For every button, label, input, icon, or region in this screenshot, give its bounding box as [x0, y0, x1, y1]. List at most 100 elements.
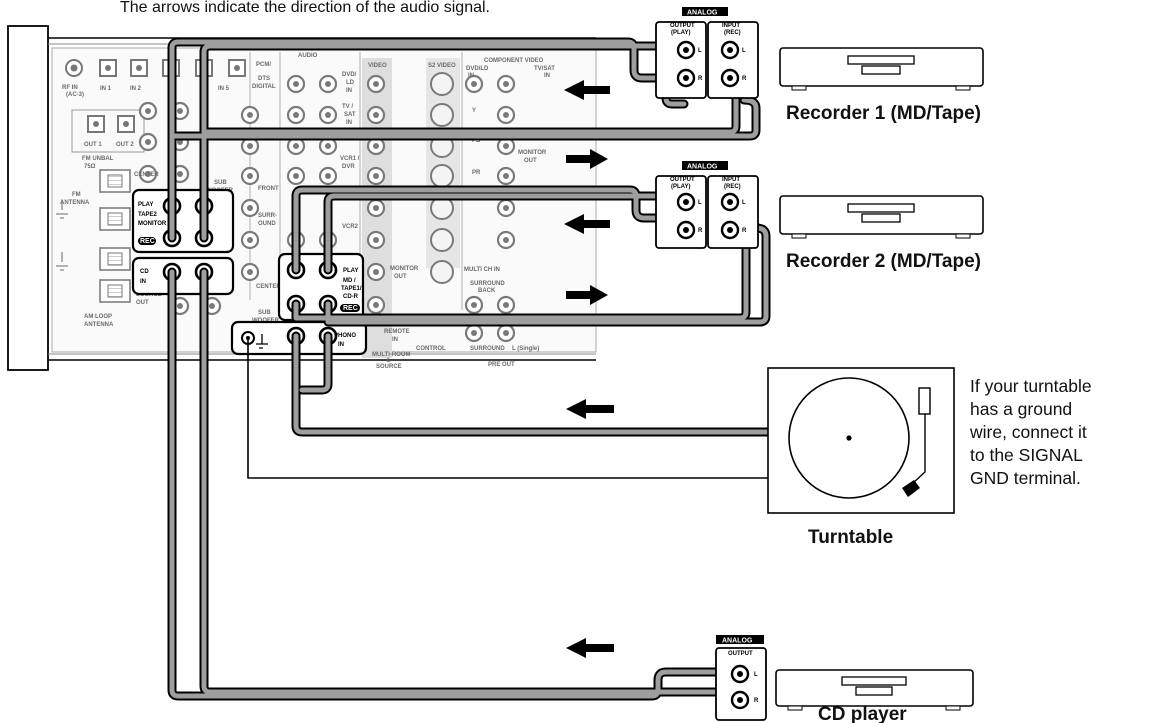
- rf-in-label: RF IN: [62, 85, 78, 91]
- svg-text:FM: FM: [72, 192, 81, 198]
- svg-text:IN: IN: [392, 337, 398, 343]
- svg-text:TV /: TV /: [342, 104, 353, 110]
- svg-text:L: L: [698, 200, 702, 206]
- svg-text:PLAY: PLAY: [138, 202, 153, 208]
- section-audio: AUDIO: [298, 53, 318, 59]
- cd-player-label: CD player: [818, 704, 907, 723]
- recorder1: Recorder 1 (MD/Tape): [779, 47, 984, 124]
- section-video: VIDEO: [368, 63, 387, 69]
- recorder2: Recorder 2 (MD/Tape): [779, 195, 984, 272]
- svg-text:has a ground: has a ground: [970, 399, 1072, 419]
- svg-text:ANALOG: ANALOG: [687, 164, 718, 171]
- svg-text:L: L: [754, 672, 758, 678]
- svg-text:ANTENNA: ANTENNA: [60, 200, 90, 206]
- cd-in-jack-group: CD IN: [131, 256, 235, 296]
- svg-text:ANTENNA: ANTENNA: [84, 322, 114, 328]
- svg-text:MONITOR: MONITOR: [518, 150, 547, 156]
- svg-text:R: R: [698, 228, 703, 234]
- svg-text:MONITOR: MONITOR: [138, 221, 167, 227]
- antenna-terminals: FM UNBAL 75Ω FM ANTENNA AM LOOP ANTENNA: [56, 156, 131, 328]
- svg-text:R: R: [742, 76, 747, 82]
- cd-player: CD player: [775, 669, 974, 723]
- svg-text:PLAY: PLAY: [343, 268, 358, 274]
- svg-text:If your turntable: If your turntable: [970, 376, 1092, 396]
- svg-text:IN: IN: [544, 73, 550, 79]
- svg-text:IN: IN: [346, 120, 352, 126]
- svg-text:DVR: DVR: [342, 164, 355, 170]
- svg-text:VCR2: VCR2: [342, 224, 359, 230]
- svg-text:LD: LD: [346, 80, 355, 86]
- section-s2video: S2 VIDEO: [428, 63, 456, 69]
- svg-text:OUTPUT: OUTPUT: [670, 177, 695, 183]
- svg-text:L: L: [742, 48, 746, 54]
- svg-text:PB: PB: [472, 138, 481, 144]
- svg-text:CENTER: CENTER: [134, 172, 159, 178]
- svg-text:IN: IN: [338, 342, 344, 348]
- arrow-left-icon: [566, 399, 614, 419]
- svg-text:(REC): (REC): [724, 30, 741, 36]
- signal-gnd-icon: [256, 334, 268, 349]
- svg-text:REC: REC: [343, 305, 358, 312]
- svg-text:Y: Y: [472, 108, 476, 114]
- section-component: COMPONENT VIDEO: [484, 58, 544, 64]
- svg-text:CD-R: CD-R: [343, 294, 359, 300]
- recorder2-jacks: ANALOG OUTPUT (PLAY) INPUT (REC) L R L R: [655, 161, 759, 249]
- svg-text:TAPE2: TAPE2: [138, 212, 158, 218]
- arrow-left-icon: [564, 214, 610, 234]
- svg-text:VCR1 /: VCR1 /: [340, 156, 360, 162]
- svg-text:L (Single): L (Single): [512, 346, 539, 352]
- svg-text:(PLAY): (PLAY): [671, 30, 690, 36]
- cd-player-jacks: ANALOG OUTPUT L R: [715, 635, 767, 721]
- svg-text:OUTPUT: OUTPUT: [728, 651, 753, 657]
- svg-text:MD /: MD /: [343, 278, 356, 284]
- svg-text:INPUT: INPUT: [722, 23, 740, 29]
- svg-text:R: R: [742, 228, 747, 234]
- svg-text:IN: IN: [140, 279, 146, 285]
- svg-text:MONITOR: MONITOR: [390, 266, 419, 272]
- svg-text:OUT: OUT: [394, 274, 407, 280]
- svg-text:SURR-: SURR-: [258, 213, 277, 219]
- svg-text:(REC): (REC): [724, 184, 741, 190]
- arrow-right-icon: [566, 149, 608, 169]
- svg-text:DVD/: DVD/: [342, 72, 357, 78]
- svg-text:PRE OUT: PRE OUT: [488, 362, 515, 368]
- svg-text:OUT 2: OUT 2: [116, 142, 134, 148]
- svg-text:MULTI CH IN: MULTI CH IN: [464, 267, 500, 273]
- svg-text:ANALOG: ANALOG: [687, 10, 718, 17]
- svg-text:IN: IN: [468, 73, 474, 79]
- svg-text:OUTPUT: OUTPUT: [670, 23, 695, 29]
- svg-text:L: L: [742, 200, 746, 206]
- turntable-label: Turntable: [808, 527, 893, 548]
- recorder2-label: Recorder 2 (MD/Tape): [786, 251, 981, 272]
- svg-text:OUT: OUT: [524, 158, 537, 164]
- svg-text:DVD/LD: DVD/LD: [466, 66, 489, 72]
- tape2-jack-group: PLAY TAPE2 MONITOR REC: [131, 188, 235, 254]
- svg-text:SURROUND: SURROUND: [470, 346, 505, 352]
- svg-text:wire, connect it: wire, connect it: [969, 422, 1087, 442]
- arrow-left-icon: [566, 638, 614, 658]
- svg-text:REC: REC: [140, 238, 155, 245]
- svg-text:(PLAY): (PLAY): [671, 184, 690, 190]
- svg-text:SOURCE: SOURCE: [376, 364, 402, 370]
- svg-text:IN 5: IN 5: [218, 86, 230, 92]
- svg-text:FM UNBAL: FM UNBAL: [82, 156, 114, 162]
- svg-text:to the SIGNAL: to the SIGNAL: [970, 445, 1083, 465]
- receiver-front-edge: [7, 25, 49, 371]
- svg-text:CONTROL: CONTROL: [416, 346, 446, 352]
- recorder1-jacks: ANALOG OUTPUT (PLAY) INPUT (REC) L R L R: [655, 7, 759, 99]
- svg-text:SUB: SUB: [258, 310, 271, 316]
- svg-text:SUB: SUB: [214, 180, 227, 186]
- arrow-right-icon: [566, 285, 608, 305]
- svg-text:&: &: [386, 358, 391, 364]
- pcm-label: PCM/: [256, 62, 271, 68]
- recorder1-label: Recorder 1 (MD/Tape): [786, 103, 981, 124]
- svg-text:FRONT: FRONT: [258, 186, 279, 192]
- svg-text:IN 1: IN 1: [100, 86, 112, 92]
- turntable-note: If your turntable has a ground wire, con…: [969, 376, 1092, 488]
- svg-text:GND terminal.: GND terminal.: [970, 468, 1081, 488]
- svg-text:OUT: OUT: [136, 300, 149, 306]
- svg-text:DTS: DTS: [258, 76, 270, 82]
- svg-text:OUND: OUND: [258, 221, 276, 227]
- svg-text:MULTI-ROOM: MULTI-ROOM: [372, 352, 411, 358]
- svg-text:IN: IN: [346, 88, 352, 94]
